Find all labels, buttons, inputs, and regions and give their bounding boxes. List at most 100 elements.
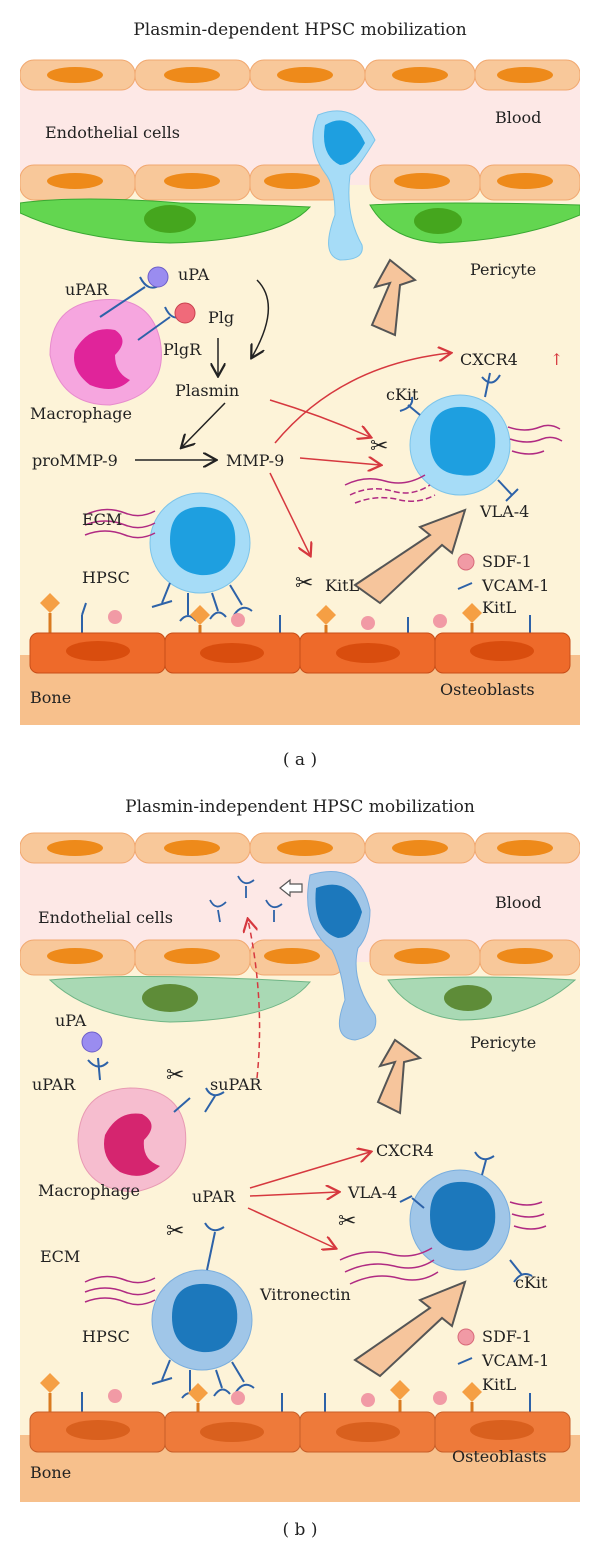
osteoblasts-b xyxy=(29,1411,571,1453)
label-upar-b: uPAR xyxy=(32,1075,76,1094)
legend-sdf1: SDF-1 xyxy=(482,552,532,571)
upa-ball-b xyxy=(81,1031,103,1053)
label-mmp9: MMP-9 xyxy=(226,451,284,470)
migration-arrow-top xyxy=(370,258,418,337)
legend-sdf1-icon-b xyxy=(457,1328,475,1346)
hpsc-left-receptors xyxy=(151,582,253,622)
migration-arrow-lower-b xyxy=(353,1280,467,1378)
legend-kitl-b: KitL xyxy=(482,1375,517,1394)
panel-b-diagram: ✂ uPA uPAR suPAR Macrophage uPAR CXCR4 V… xyxy=(19,830,581,1502)
label-bone-b: Bone xyxy=(30,1463,71,1482)
label-prommp9: proMMP-9 xyxy=(32,451,118,470)
panel-b-title: Plasmin-independent HPSC mobilization xyxy=(125,797,475,817)
endothelial-row-bottom-b xyxy=(19,939,581,976)
scissors-icon-b3: ✂ xyxy=(166,1219,184,1244)
bone-surface-ligands-b xyxy=(40,1373,531,1414)
panel-a-diagram: uPAR uPA Plg PlgR Macrophage Plasmin pro… xyxy=(19,55,581,725)
label-ecm: ECM xyxy=(82,510,122,529)
label-macrophage-b: Macrophage xyxy=(38,1181,140,1200)
scissors-icon-b1: ✂ xyxy=(166,1063,184,1088)
label-hpsc: HPSC xyxy=(82,568,130,587)
label-hpsc-b: HPSC xyxy=(82,1327,130,1346)
upar-stub xyxy=(173,1097,191,1113)
legend-sdf1-icon xyxy=(457,553,475,571)
hpsc-left-b xyxy=(151,1269,253,1371)
scissors-icon-a1: ✂ xyxy=(370,434,388,459)
hpsc-right-b-receptors xyxy=(399,1151,533,1283)
label-macrophage: Macrophage xyxy=(30,404,132,423)
label-vla4-b: VLA-4 xyxy=(347,1183,397,1202)
arrow-plasmin-hpsc xyxy=(269,399,370,437)
arrow-upar-vitronectin xyxy=(247,1207,335,1248)
hpsc-right-b xyxy=(409,1169,511,1271)
hpsc-left-b-top-receptor xyxy=(204,1222,225,1271)
scissors-icon-b2: ✂ xyxy=(338,1209,356,1234)
macrophage xyxy=(49,299,162,406)
panel-b-svg: ✂ uPA uPAR suPAR Macrophage uPAR CXCR4 V… xyxy=(19,832,581,1502)
label-ckit-b: cKit xyxy=(515,1273,548,1292)
label-supar: suPAR xyxy=(210,1075,262,1094)
pericyte-right-nucleus-b xyxy=(444,985,492,1011)
label-pericyte: Pericyte xyxy=(470,260,536,279)
ecm-fibers-right xyxy=(344,424,563,504)
label-cxcr4-b: CXCR4 xyxy=(376,1141,434,1160)
arrow-mmp9-cxcr4 xyxy=(274,353,450,444)
panel-a-svg: uPAR uPA Plg PlgR Macrophage Plasmin pro… xyxy=(19,59,581,725)
pericyte-left-nucleus-b xyxy=(142,984,198,1012)
supar-receptor xyxy=(204,1087,225,1113)
label-cxcr4: CXCR4 xyxy=(460,350,518,369)
label-bone: Bone xyxy=(30,688,71,707)
migration-arrow-top-b xyxy=(376,1038,423,1115)
label-endothelial-b: Endothelial cells xyxy=(38,908,173,927)
label-kitl-cut: KitL xyxy=(325,576,360,595)
plg-ball xyxy=(174,302,196,324)
vla4-receptor xyxy=(497,479,519,502)
label-up-arrow: ↑ xyxy=(550,350,563,369)
pericyte-right-nucleus xyxy=(414,208,462,234)
released-supar xyxy=(209,875,283,923)
panel-b-label: ( b ) xyxy=(282,1520,318,1540)
endothelial-row-bottom xyxy=(19,164,581,201)
bone-surface-ligands-a xyxy=(40,593,531,635)
label-endothelial: Endothelial cells xyxy=(45,123,180,142)
panel-a-label: ( a ) xyxy=(282,750,318,770)
legend-vcam1-icon-b xyxy=(457,1357,473,1365)
plgr-stem xyxy=(137,316,171,341)
arrow-mmp9-ecm xyxy=(299,458,380,465)
label-vitronectin: Vitronectin xyxy=(259,1285,351,1304)
label-plg: Plg xyxy=(208,308,234,327)
arrow-plasmin-prommp9 xyxy=(182,402,226,447)
legend-sdf1-b: SDF-1 xyxy=(482,1327,532,1346)
label-osteoblasts: Osteoblasts xyxy=(440,680,535,699)
osteoblasts-a xyxy=(29,632,571,674)
arrow-mmp9-kitl xyxy=(269,472,310,555)
label-osteoblasts-b: Osteoblasts xyxy=(452,1447,547,1466)
label-plasmin: Plasmin xyxy=(175,381,239,400)
label-upar-center: uPAR xyxy=(192,1187,236,1206)
arrow-upar-vla4 xyxy=(249,1192,338,1196)
ecm-fibers-left xyxy=(84,508,156,539)
hpsc-right xyxy=(409,394,511,496)
label-upa: uPA xyxy=(178,265,210,284)
upa-ball xyxy=(147,266,169,288)
hpsc-left xyxy=(149,492,251,594)
label-blood-b: Blood xyxy=(495,893,541,912)
arrow-supar-release xyxy=(248,920,261,1079)
label-upa-b: uPA xyxy=(55,1011,87,1030)
label-blood: Blood xyxy=(495,108,541,127)
legend-kitl: KitL xyxy=(482,598,517,617)
migrating-hpsc-nucleus-b xyxy=(315,884,362,938)
scissors-icon-a2: ✂ xyxy=(295,571,313,596)
migration-arrow-lower xyxy=(353,508,467,605)
vitronectin-fibers xyxy=(339,1201,547,1285)
pericyte-left-nucleus xyxy=(144,205,196,233)
macrophage-b xyxy=(77,1087,187,1193)
label-upar: uPAR xyxy=(65,280,109,299)
label-ecm-b: ECM xyxy=(40,1247,80,1266)
label-vla4: VLA-4 xyxy=(479,502,529,521)
small-release-arrow xyxy=(279,878,303,898)
label-pericyte-b: Pericyte xyxy=(470,1033,536,1052)
cxcr4-receptor xyxy=(481,372,501,398)
panel-a-title: Plasmin-dependent HPSC mobilization xyxy=(133,20,467,40)
arrow-upar-cxcr4 xyxy=(249,1152,370,1189)
